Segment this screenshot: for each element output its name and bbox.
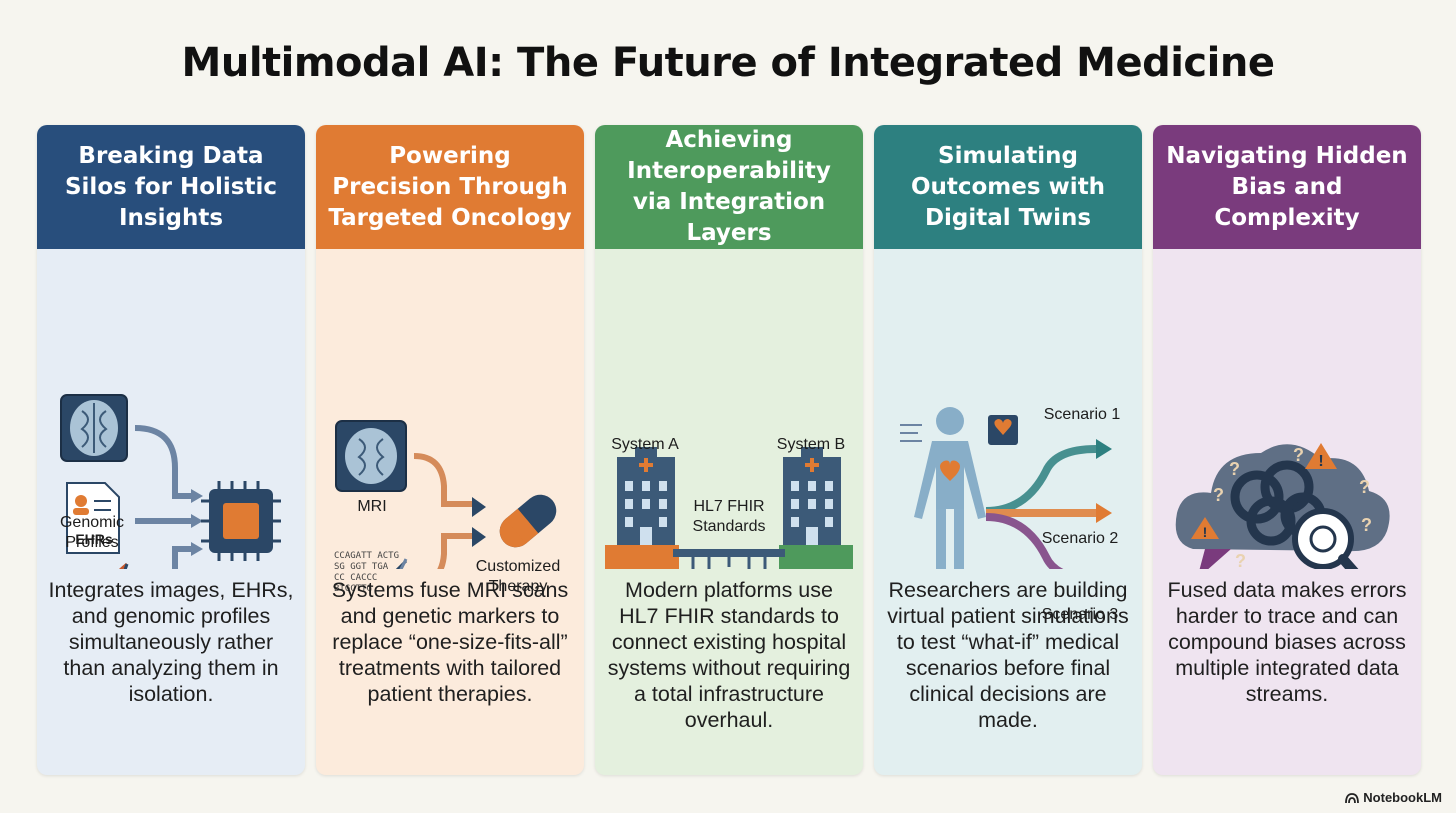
digital-twin-illustration: Scenario 1 Scenario 2 Scenario 3 xyxy=(874,249,1142,623)
panel-heading: Breaking Data Silos for Holistic Insight… xyxy=(37,125,305,249)
panel-heading: Navigating Hidden Bias and Complexity xyxy=(1153,125,1421,249)
system-a-label: System A xyxy=(611,436,679,453)
customized-therapy-label: Customized Therapy xyxy=(475,558,561,595)
interoperability-illustration: System A System B HL7 FHIR Standards xyxy=(595,249,863,594)
panel-hidden-bias: Navigating Hidden Bias and Complexity ! … xyxy=(1153,125,1421,775)
bridge-icon xyxy=(673,549,785,594)
ground-orange xyxy=(605,545,679,591)
system-b-label: System B xyxy=(776,436,846,453)
svg-text:!: ! xyxy=(1318,453,1323,470)
bias-illustration: ! ! ??? ??? xyxy=(1153,249,1421,596)
panel-description: Fused data makes errors harder to trace … xyxy=(1167,578,1407,706)
heart-icon xyxy=(940,460,960,481)
notebooklm-logo-icon xyxy=(1345,792,1360,803)
warning-icon: ! ! xyxy=(1191,443,1337,540)
brain-scan-icon xyxy=(60,394,128,462)
svg-text:?: ? xyxy=(1213,485,1224,505)
merge-arrows xyxy=(413,453,472,587)
panel-targeted-oncology: Powering Precision Through Targeted Onco… xyxy=(316,125,584,775)
panel-interoperability: Achieving Interoperability via Integrati… xyxy=(595,125,863,775)
svg-text:?: ? xyxy=(1229,459,1240,479)
dna-icon xyxy=(65,562,129,635)
scenario-arrows xyxy=(985,445,1097,583)
panel-data-silos: Breaking Data Silos for Holistic Insight… xyxy=(37,125,305,775)
ground-green xyxy=(779,545,853,591)
panel-digital-twins: Simulating Outcomes with Digital Twins xyxy=(874,125,1142,775)
svg-text:?: ? xyxy=(1361,515,1372,535)
svg-text:?: ? xyxy=(1293,445,1304,465)
ehr-document-icon xyxy=(66,482,120,554)
heart-monitor-icon xyxy=(988,415,1018,445)
scenario-2-label: Scenario 2 xyxy=(1041,530,1119,547)
capsule-icon xyxy=(499,494,557,548)
human-body-icon xyxy=(914,407,986,575)
ehrs-label: EHRs xyxy=(75,531,113,547)
hl7-fhir-label: HL7 FHIR Standards xyxy=(692,498,766,535)
panel-heading: Powering Precision Through Targeted Onco… xyxy=(316,125,584,249)
scenario-3-label: Scenario 3 xyxy=(1041,606,1119,623)
panel-heading: Simulating Outcomes with Digital Twins xyxy=(874,125,1142,249)
mri-label: MRI xyxy=(357,498,387,515)
svg-text:!: ! xyxy=(1203,524,1208,540)
page-title: Multimodal AI: The Future of Integrated … xyxy=(181,40,1275,86)
question-marks-icon: ??? ??? xyxy=(1213,445,1372,571)
mri-scan-icon xyxy=(335,420,407,492)
scenario-1-label: Scenario 1 xyxy=(1043,406,1121,423)
panel-description: Researchers are building virtual patient… xyxy=(887,578,1129,732)
oncology-illustration: MRI CCAGATT ACTG SG GGT TGA CC CACCC BTG… xyxy=(316,249,584,623)
panel-heading: Achieving Interoperability via Integrati… xyxy=(595,125,863,249)
merge-arrows xyxy=(134,425,191,612)
brand-label: NotebookLM xyxy=(1363,790,1442,805)
ai-chip-icon xyxy=(201,481,281,561)
svg-text:?: ? xyxy=(1359,477,1370,497)
panel-description: Systems fuse MRI scans and genetic marke… xyxy=(331,578,569,706)
svg-text:?: ? xyxy=(1235,551,1246,569)
genetic-sequence-text: CCAGATT ACTG SG GGT TGA CC CACCC BTGCTTG xyxy=(334,551,400,594)
panel-description: Modern platforms use HL7 FHIR standards … xyxy=(607,578,851,732)
panel-description: Integrates images, EHRs, and genomic pro… xyxy=(48,578,294,706)
brand-footer: NotebookLM xyxy=(1345,790,1442,805)
genomic-profiles-label: Genomic Profiles xyxy=(59,514,125,551)
